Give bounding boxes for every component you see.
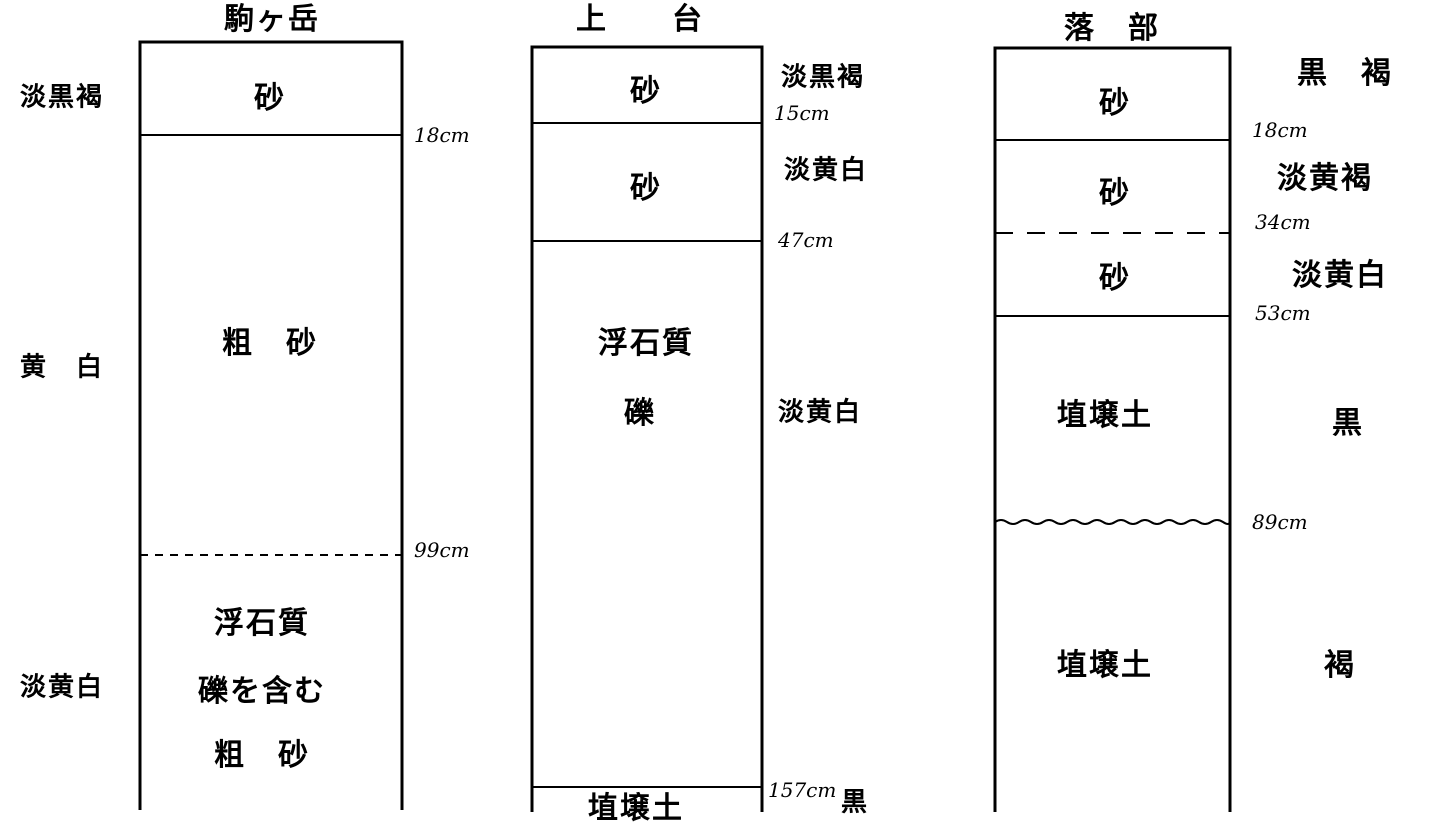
color-label: 淡黄白: [777, 397, 863, 428]
color-label: 淡黄白: [1292, 258, 1388, 293]
layer-label: 埴壌土: [1057, 648, 1153, 683]
color-label: 淡黒褐: [19, 82, 105, 113]
layer-label: 浮石質: [598, 326, 694, 361]
layer-label: 埴壌土: [588, 791, 684, 826]
color-label: 黒: [1332, 406, 1364, 441]
column-title: 上 台: [576, 2, 704, 37]
color-label: 黒 褐: [1297, 56, 1393, 91]
depth-label: 89cm: [1252, 510, 1308, 534]
depth-label: 18cm: [1252, 118, 1308, 142]
layer-label: 粗 砂: [222, 326, 318, 361]
color-label: 淡黄褐: [1277, 161, 1373, 196]
layer-label: 礫を含む: [198, 674, 326, 709]
layer-label: 砂: [630, 171, 662, 206]
color-label: 淡黄白: [19, 672, 105, 703]
depth-label: 53cm: [1255, 301, 1311, 325]
layer-label: 浮石質: [214, 606, 310, 641]
depth-label: 34cm: [1255, 210, 1311, 234]
layer-label: 埴壌土: [1057, 398, 1153, 433]
depth-label: 15cm: [774, 101, 830, 125]
color-label: 黒: [840, 787, 870, 818]
layer-label: 粗 砂: [214, 738, 310, 773]
layer-label: 砂: [254, 81, 286, 116]
column-1-outline: [138, 40, 404, 810]
column-2-outline: [530, 45, 764, 812]
color-label: 黄 白: [19, 352, 105, 383]
column-title: 落 部: [1064, 11, 1160, 46]
depth-label: 99cm: [414, 538, 470, 562]
layer-label: 砂: [1099, 86, 1131, 121]
color-label: 褐: [1324, 648, 1356, 683]
depth-label: 47cm: [778, 228, 834, 252]
depth-label: 157cm: [768, 778, 837, 802]
layer-label: 砂: [1099, 176, 1131, 211]
column-3-boundary-89cm-wavy: [994, 519, 1231, 525]
depth-label: 18cm: [414, 123, 470, 147]
layer-label: 礫: [624, 396, 656, 431]
color-label: 淡黄白: [783, 155, 869, 186]
layer-label: 砂: [630, 74, 662, 109]
color-label: 淡黒褐: [780, 62, 866, 93]
layer-label: 砂: [1099, 261, 1131, 296]
column-3-outline: [993, 46, 1232, 812]
column-title: 駒ヶ岳: [224, 2, 320, 37]
